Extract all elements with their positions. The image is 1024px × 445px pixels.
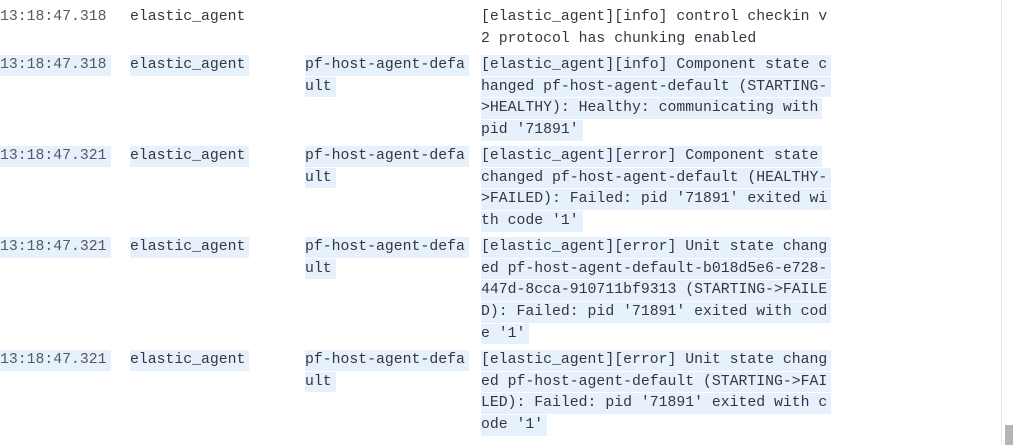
message-cell-line: ed pf-host-agent-default (STARTING->FAI [481,371,832,393]
message-cell-line: th code '1' [481,211,583,232]
message-cell-line: hanged pf-host-agent-default (STARTING- [481,76,832,98]
component-cell-line: ult [305,76,336,98]
vertical-scrollbar[interactable] [1001,0,1016,445]
source-cell-line: elastic_agent [130,9,246,25]
message-cell-line: ed pf-host-agent-default-b018d5e6-e728- [481,258,832,280]
message-cell-line: D): Failed: pid '71891' exited with cod [481,302,832,323]
message-cell-line: [elastic_agent][error] Unit state chang [481,350,832,371]
message-cell-line: >HEALTHY): Healthy: communicating with [481,98,823,120]
source-cell: elastic_agent [130,7,249,29]
message-cell-line: ode '1' [481,415,548,436]
timestamp-cell: 13:18:47.321 [0,237,111,259]
message-cell-line: pid '71891' [481,120,583,141]
timestamp-cell-line: 13:18:47.321 [0,350,111,371]
source-cell-line: elastic_agent [130,237,250,258]
timestamp-cell: 13:18:47.321 [0,146,111,168]
source-cell-line: elastic_agent [130,350,250,371]
scrollbar-thumb[interactable] [1005,425,1013,445]
message-cell-line: changed pf-host-agent-default (HEALTHY- [481,167,832,189]
source-cell-line: elastic_agent [130,146,250,167]
message-cell: [elastic_agent][info] control checkin v 2… [481,7,831,50]
component-cell-line: pf-host-agent-defa [305,146,469,167]
message-cell-line: [elastic_agent][info] Component state c [481,55,832,76]
message-cell-line: [elastic_agent][info] control checkin v [481,9,828,25]
timestamp-cell-line: 13:18:47.318 [0,55,111,76]
message-cell-line: >FAILED): Failed: pid '71891' exited wi [481,189,832,211]
timestamp-cell-line: 13:18:47.321 [0,146,111,167]
source-cell: elastic_agent [130,237,250,259]
source-cell: elastic_agent [130,350,250,372]
source-cell-line: elastic_agent [130,55,250,76]
message-cell-line: [elastic_agent][error] Unit state chang [481,237,832,258]
message-cell-line: LED): Failed: pid '71891' exited with c [481,393,832,415]
timestamp-cell: 13:18:47.321 [0,350,111,372]
component-cell-line: ult [305,167,336,189]
component-cell-line: pf-host-agent-defa [305,350,469,371]
timestamp-cell-line: 13:18:47.318 [0,9,107,25]
source-cell: elastic_agent [130,146,250,168]
component-cell-line: pf-host-agent-defa [305,55,469,76]
message-cell-line: [elastic_agent][error] Component state [481,146,823,167]
component-cell-line: ult [305,371,336,393]
message-cell-line: 447d-8cca-910711bf9313 (STARTING->FAILE [481,280,832,302]
timestamp-cell: 13:18:47.318 [0,55,111,77]
message-cell-line: 2 protocol has chunking enabled [481,30,757,47]
component-cell-line: pf-host-agent-defa [305,237,469,258]
source-cell: elastic_agent [130,55,250,77]
component-cell-line: ult [305,258,336,280]
message-cell-line: e '1' [481,323,530,345]
timestamp-cell-line: 13:18:47.321 [0,237,111,258]
timestamp-cell: 13:18:47.318 [0,7,111,29]
